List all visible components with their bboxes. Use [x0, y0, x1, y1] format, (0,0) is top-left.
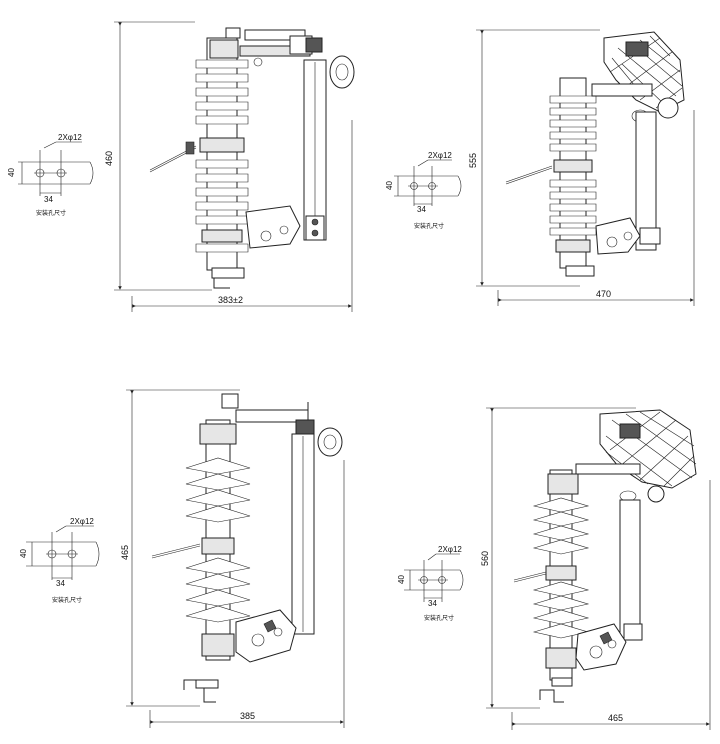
- height-dimension-label: 560: [480, 551, 490, 566]
- mounting-hole-detail: 2Xφ12 40 34 安装孔尺寸: [7, 133, 94, 217]
- hole-spec-label: 2Xφ12: [70, 517, 94, 526]
- width-dimension-label: 465: [608, 713, 623, 723]
- hole-caption: 安装孔尺寸: [52, 596, 82, 604]
- hole-spacing-label: 34: [44, 195, 53, 204]
- figure-bottom-left: 2Xφ12 40 34 安装孔尺寸 465 385: [19, 389, 345, 728]
- hole-spacing-label: 34: [56, 579, 65, 588]
- hole-spec-label: 2Xφ12: [58, 133, 82, 142]
- hole-height-label: 40: [19, 549, 28, 558]
- insulator-body: [149, 37, 249, 271]
- overall-dimensions: 560 465: [480, 407, 711, 730]
- fuse-tube: [303, 59, 327, 241]
- figure-top-left: 2Xφ12 40 34 安装孔尺寸 460 383±2: [7, 21, 355, 312]
- bottom-contact: [595, 217, 641, 255]
- bottom-contact: [211, 205, 301, 289]
- bottom-contact: [575, 623, 627, 671]
- width-dimension-label: 385: [240, 711, 255, 721]
- figure-top-right: 2Xφ12 40 34 安装孔尺寸 555 470: [385, 29, 695, 306]
- mounting-hole-detail: 2Xφ12 40 34 安装孔尺寸: [385, 151, 462, 230]
- fuse-tube: [291, 433, 315, 635]
- hole-caption: 安装孔尺寸: [424, 614, 454, 622]
- hole-spec-label: 2Xφ12: [428, 151, 452, 160]
- top-contact: [591, 31, 685, 123]
- insulator-body: [513, 469, 590, 703]
- height-dimension-label: 555: [468, 153, 478, 168]
- hole-height-label: 40: [7, 168, 16, 177]
- hole-spacing-label: 34: [428, 599, 437, 608]
- bottom-contact: [235, 609, 297, 663]
- overall-dimensions: 555 470: [468, 29, 695, 306]
- width-dimension-label: 470: [596, 289, 611, 299]
- insulator-body: [151, 419, 251, 703]
- hole-caption: 安装孔尺寸: [414, 222, 444, 230]
- height-dimension-label: 460: [104, 151, 114, 166]
- height-dimension-label: 465: [120, 545, 130, 560]
- width-dimension-label: 383±2: [218, 295, 243, 305]
- hole-spec-label: 2Xφ12: [438, 545, 462, 554]
- overall-dimensions: 460 383±2: [104, 21, 353, 312]
- top-contact: [575, 409, 697, 503]
- fuse-tube: [635, 111, 661, 251]
- hole-caption: 安装孔尺寸: [36, 209, 66, 217]
- top-contact: [221, 393, 343, 457]
- insulator-body: [505, 77, 597, 277]
- mounting-hole-detail: 2Xφ12 40 34 安装孔尺寸: [19, 517, 100, 604]
- hole-height-label: 40: [385, 181, 394, 190]
- mounting-hole-detail: 2Xφ12 40 34 安装孔尺寸: [397, 545, 464, 622]
- hole-height-label: 40: [397, 575, 406, 584]
- overall-dimensions: 465 385: [120, 389, 345, 728]
- figure-bottom-right: 2Xφ12 40 34 安装孔尺寸 560 465: [397, 407, 711, 730]
- hole-spacing-label: 34: [417, 205, 426, 214]
- fuse-tube: [619, 499, 643, 641]
- top-contact: [225, 27, 355, 89]
